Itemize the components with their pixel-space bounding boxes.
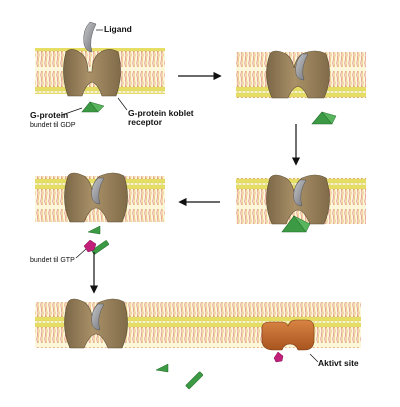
step-3-panel xyxy=(236,174,366,233)
ligand-shape xyxy=(295,53,309,81)
g-protein-gdp xyxy=(311,111,337,125)
ligand-shape xyxy=(83,21,97,53)
effector-enzyme xyxy=(261,319,315,351)
ligand-shape xyxy=(293,179,307,207)
g-protein-subunit-small xyxy=(155,363,169,373)
g-protein-gdp xyxy=(81,101,105,113)
gtp-molecule-bound xyxy=(273,351,284,363)
receptor-label-line1: G-protein koblet xyxy=(128,108,194,118)
g-protein-gdp xyxy=(281,215,311,233)
g-protein-pointer xyxy=(61,107,83,116)
g-protein-subunit-small xyxy=(87,225,101,235)
g-protein-label: G-protein xyxy=(30,110,68,120)
ligand-shape xyxy=(91,303,105,331)
receptor-pointer xyxy=(117,97,128,111)
gpcr-receptor xyxy=(63,49,121,97)
gtp-molecule xyxy=(83,239,97,253)
active-site-label: Aktivt site xyxy=(318,358,359,368)
g-protein-subunit-rod xyxy=(185,371,204,390)
step-1-panel: Ligand G-protein bundet til GDP G-protei… xyxy=(30,21,194,129)
bound-gdp-label: bundet til GDP xyxy=(30,122,76,129)
gtp-pointer xyxy=(75,248,87,259)
step-2-panel xyxy=(236,50,366,125)
ligand-shape xyxy=(91,177,105,205)
bound-gtp-label: bundet til GTP xyxy=(30,257,75,264)
step-5-panel: Aktivt site xyxy=(35,298,361,390)
g-protein-subunit-rod xyxy=(91,240,109,255)
active-site-pointer xyxy=(309,353,319,363)
ligand-label: Ligand xyxy=(104,24,132,34)
step-4-panel: bundet til GTP xyxy=(30,172,165,264)
receptor-label-line2: receptor xyxy=(128,117,163,127)
